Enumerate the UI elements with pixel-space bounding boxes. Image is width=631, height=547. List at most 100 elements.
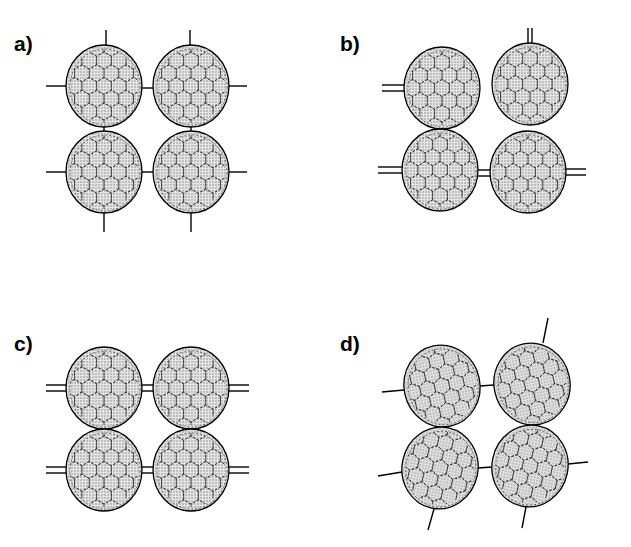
ball-rim	[70, 135, 140, 211]
ball-outline	[490, 131, 566, 213]
cage-ring	[126, 405, 141, 422]
cage-ring	[545, 448, 563, 468]
cage-ring	[513, 202, 528, 219]
cage-ring	[405, 54, 420, 71]
cage-ring	[400, 396, 418, 416]
cage-lattice	[396, 123, 484, 217]
cage-ring	[508, 338, 526, 358]
cage-ring	[428, 351, 446, 371]
cage-ring	[408, 427, 426, 447]
cage-ring	[493, 76, 508, 93]
ball-rim	[157, 351, 227, 427]
bond-line	[229, 384, 249, 385]
cage-ring	[67, 487, 82, 504]
bond-line	[229, 390, 249, 391]
cage-ring	[191, 116, 206, 133]
cage-ring	[147, 176, 162, 193]
cage-ring	[518, 349, 536, 369]
cage-ring	[493, 50, 508, 67]
ball-outline	[66, 347, 142, 429]
cage-ring	[523, 374, 541, 394]
fullerene-ball	[484, 125, 572, 219]
cage-lattice	[147, 423, 235, 517]
ball-rim	[408, 51, 478, 127]
cage-lattice	[147, 125, 235, 219]
cage-ring	[540, 473, 558, 493]
cage-ring	[154, 52, 169, 69]
cage-lattice	[60, 125, 148, 219]
fullerene-ball	[477, 411, 583, 521]
cage-ring	[515, 114, 530, 131]
cage-ring	[104, 500, 119, 517]
cage-ring	[104, 116, 119, 133]
cage-ring	[465, 439, 483, 459]
cage-ring	[503, 352, 521, 372]
ball-rim	[70, 351, 140, 427]
bond-line	[428, 509, 434, 530]
cage-ring	[543, 396, 561, 416]
cage-ring	[462, 370, 480, 390]
cage-ring	[154, 189, 169, 206]
cage-ring	[422, 430, 440, 450]
cage-lattice	[486, 37, 574, 131]
bond-line	[142, 384, 153, 385]
cage-ring	[133, 176, 148, 193]
cage-ring	[521, 456, 539, 476]
cage-ring	[562, 379, 580, 399]
ball-outline	[153, 45, 229, 127]
ball-outline	[486, 336, 577, 432]
cage-ring	[440, 486, 458, 506]
panel-label: a)	[14, 33, 33, 54]
cage-ring	[469, 174, 484, 191]
bond-line	[142, 472, 153, 473]
cage-ring	[526, 431, 544, 451]
cage-ring	[450, 475, 468, 495]
cage-ring	[497, 464, 515, 484]
cage-ring	[67, 405, 82, 422]
cage-ring	[60, 65, 75, 82]
cage-ring	[498, 425, 516, 445]
cage-ring	[491, 138, 506, 155]
cage-ring	[423, 365, 441, 385]
cage-ring	[67, 78, 82, 95]
cage-ring	[455, 450, 473, 470]
cage-ring	[60, 151, 75, 168]
bond-line	[46, 466, 66, 467]
cage-ring	[526, 470, 544, 490]
cage-ring	[67, 380, 82, 397]
ball-rim	[491, 340, 575, 429]
ball-rim	[496, 47, 566, 123]
cage-ring	[409, 368, 427, 388]
cage-ring	[421, 469, 439, 489]
bond-line	[142, 390, 153, 391]
cage-ring	[443, 387, 461, 407]
cage-ring	[491, 164, 506, 181]
cage-ring	[147, 392, 162, 409]
cage-ring	[484, 176, 499, 193]
cage-ring	[426, 444, 444, 464]
bond-line	[190, 213, 191, 232]
fullerene-ball	[60, 39, 148, 133]
cage-ring	[535, 459, 553, 479]
bond-line	[543, 318, 548, 343]
bond-line	[382, 390, 404, 392]
fullerene-ball	[387, 413, 493, 523]
cage-ring	[554, 476, 572, 496]
cage-lattice	[60, 39, 148, 133]
panel-label: d)	[340, 333, 360, 354]
cage-ring	[516, 481, 534, 501]
ball-outline	[402, 129, 478, 211]
cage-ring	[67, 354, 82, 371]
cage-ring	[528, 360, 546, 380]
cage-ring	[530, 114, 545, 131]
cage-ring	[67, 189, 82, 206]
cage-ring	[542, 357, 560, 377]
cage-ring	[67, 164, 82, 181]
ball-outline	[153, 347, 229, 429]
ball-rim	[157, 433, 227, 509]
fullerene-ball	[396, 123, 484, 217]
ball-rim	[406, 133, 476, 209]
fullerene-ball	[479, 329, 585, 439]
cage-ring	[169, 189, 184, 206]
